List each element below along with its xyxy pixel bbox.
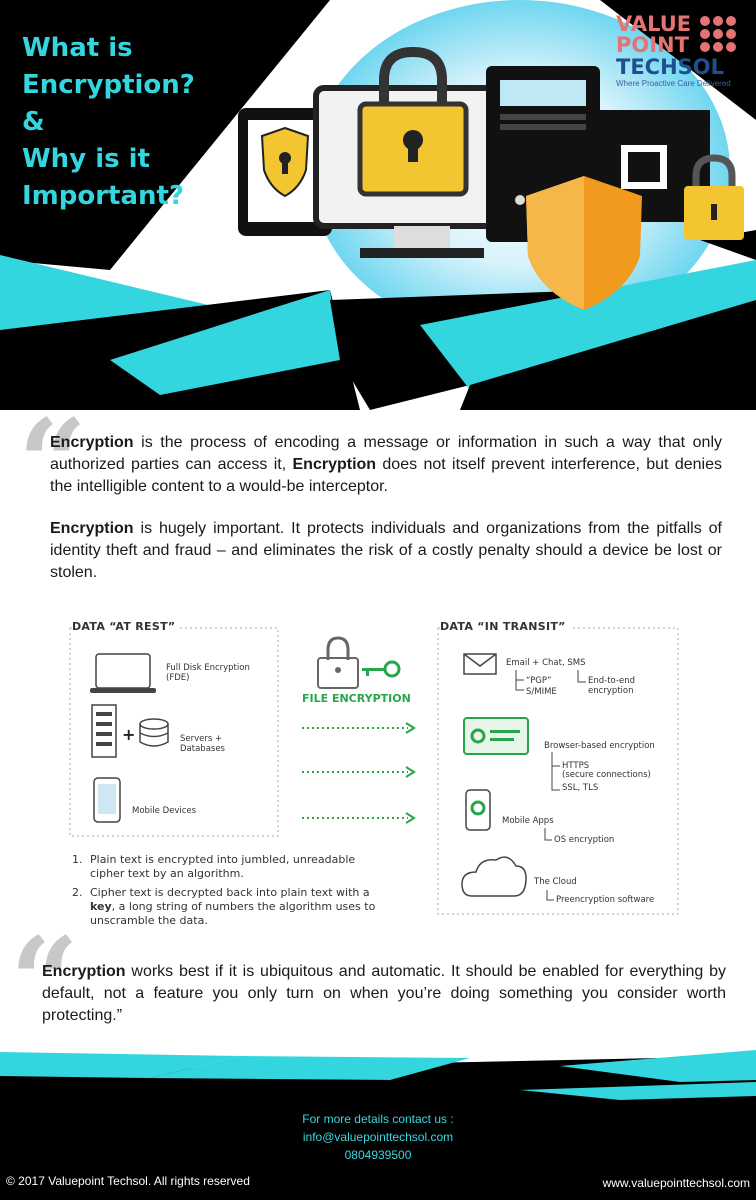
small-lock-icon	[684, 154, 744, 240]
steps-list: 1. Plain text is encrypted into jumbled,…	[72, 853, 432, 928]
quote-paragraph: Encryption works best if it is ubiquitou…	[42, 961, 726, 1027]
title-line-3: &	[22, 107, 45, 137]
arrow-3	[302, 812, 416, 824]
contact-label: For more details contact us :	[302, 1112, 454, 1126]
step-2-line-3: unscramble the data.	[90, 914, 208, 927]
logo-line-2: POINT	[616, 33, 689, 57]
browser-icon	[463, 717, 529, 755]
ssl-label: SSL, TLS	[562, 783, 599, 793]
e2e-label: End-to-end encryption	[588, 676, 635, 696]
copyright-text: © 2017 Valuepoint Techsol. All rights re…	[6, 1174, 250, 1188]
transit-heading: DATA “IN TRANSIT”	[440, 620, 570, 633]
step-2-number: 2.	[72, 886, 83, 899]
footer-ribbon-2	[150, 1056, 470, 1080]
tablet-icon	[238, 108, 332, 236]
title-line-4: Why is it	[22, 144, 150, 174]
servers-line-2: Databases	[180, 744, 225, 754]
secure-label: (secure connections)	[562, 770, 651, 780]
phone-icon	[93, 777, 121, 823]
server-rack-icon: +	[91, 704, 169, 758]
intro-paragraph-2: Encryption is hugely important. It prote…	[50, 518, 722, 584]
browser-label: Browser-based encryption	[544, 741, 655, 751]
servers-line-1: Servers +	[180, 734, 223, 744]
step-2-line-1: Cipher text is decrypted back into plain…	[90, 886, 370, 899]
contact-email[interactable]: info@valuepointtechsol.com	[302, 1130, 454, 1144]
key-icon	[362, 660, 401, 678]
logo-line-3: TECHSOL	[616, 55, 725, 79]
ribbon-3	[110, 290, 340, 395]
footer-bg	[0, 1040, 756, 1200]
rest-heading: DATA “AT REST”	[72, 620, 180, 633]
intro-term-3: Encryption	[50, 520, 134, 537]
step-1-line-1: Plain text is encrypted into jumbled, un…	[90, 853, 356, 866]
preencryption-label: Preencryption software	[556, 895, 655, 905]
fde-label: Full Disk Encryption (FDE)	[166, 663, 250, 683]
header-black-left	[0, 0, 330, 270]
email-label: Email + Chat, SMS	[506, 658, 586, 668]
intro-text-1b: does not itself prevent interference, bu…	[50, 456, 722, 495]
title-line-1: What is	[22, 33, 133, 63]
quote-text: works best if it is ubiquitous and autom…	[42, 963, 727, 1024]
connector-lines	[515, 670, 586, 901]
quote-open-icon: “	[18, 393, 88, 534]
os-encryption-label: OS encryption	[554, 835, 615, 845]
title-line-5: Important?	[22, 181, 185, 211]
quote-term: Encryption	[42, 963, 126, 980]
footer-ribbon-1	[0, 1052, 240, 1078]
e2e-line-1: End-to-end	[588, 676, 635, 686]
quote-open-icon-2: “	[10, 911, 80, 1052]
smime-label: S/MIME	[526, 687, 557, 697]
ribbon-6	[460, 300, 756, 410]
laptop-icon	[90, 653, 156, 693]
company-logo: VALUE POINT TECHSOL Where Proactive Care…	[616, 14, 746, 88]
lock-icon	[357, 46, 469, 197]
step-2-line-2: , a long string of numbers the algorithm…	[111, 900, 376, 913]
intro-term-2: Encryption	[292, 456, 377, 473]
footer-ribbon-3	[560, 1050, 756, 1082]
pgp-label: “PGP”	[526, 676, 552, 686]
mobile-app-icon	[465, 789, 491, 831]
mobile-devices-label: Mobile Devices	[132, 806, 197, 816]
intro-text-1a: is the process of encoding a message or …	[50, 434, 722, 473]
contact-block: For more details contact us : info@value…	[0, 1110, 756, 1164]
step-1-text: Plain text is encrypted into jumbled, un…	[90, 853, 355, 881]
file-encryption-label: FILE ENCRYPTION	[302, 692, 411, 705]
rest-box	[69, 627, 279, 837]
mobile-apps-label: Mobile Apps	[502, 816, 554, 826]
email-icon	[463, 653, 497, 675]
servers-label: Servers + Databases	[180, 734, 225, 754]
contact-phone[interactable]: 0804939500	[344, 1148, 412, 1162]
svg-text:+: +	[122, 725, 135, 744]
cloud-icon	[461, 856, 527, 897]
logo-dots-icon	[700, 16, 736, 52]
arrow-2	[302, 766, 416, 778]
e2e-line-2: encryption	[588, 686, 634, 696]
step-1-line-2: cipher text by an algorithm.	[90, 867, 244, 880]
intro-text-2: is hugely important. It protects individ…	[50, 520, 723, 581]
step-2-text: Cipher text is decrypted back into plain…	[90, 886, 375, 928]
website-link[interactable]: www.valuepointtechsol.com	[602, 1176, 750, 1190]
arrow-1	[302, 722, 416, 734]
fde-line-1: Full Disk Encryption	[166, 663, 250, 673]
https-label: HTTPS	[562, 761, 590, 771]
title-line-2: Encryption?	[22, 70, 195, 100]
intro-paragraph-1: Encryption is the process of encoding a …	[50, 432, 722, 498]
page-title: What is Encryption? & Why is it Importan…	[22, 30, 195, 215]
cloud-label: The Cloud	[534, 877, 577, 887]
logo-line-1: VALUE	[616, 12, 692, 36]
step-2: 2. Cipher text is decrypted back into pl…	[72, 886, 432, 928]
ribbon-5	[420, 260, 756, 390]
shield-icon	[526, 176, 642, 310]
footer-ribbon-4	[520, 1082, 756, 1100]
intro-term-1: Encryption	[50, 434, 134, 451]
file-lock-icon	[317, 636, 359, 689]
fde-line-2: (FDE)	[166, 673, 190, 683]
logo-tagline: Where Proactive Care Delivered	[616, 79, 731, 88]
step-1: 1. Plain text is encrypted into jumbled,…	[72, 853, 432, 881]
step-2-key: key	[90, 900, 112, 913]
step-1-number: 1.	[72, 853, 83, 866]
